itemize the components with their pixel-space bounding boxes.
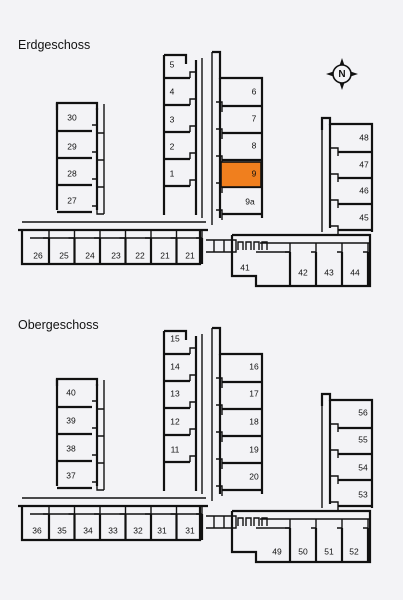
room-label: 39 <box>66 415 76 425</box>
room-label: 23 <box>111 250 121 260</box>
room-label: 36 <box>32 525 42 535</box>
floor-plan-obergeschoss: 15 14 13 12 11 16 17 18 19 20 40 39 38 37 56 55 54 53 36 35… <box>18 326 374 564</box>
room-label: 31 <box>185 525 195 535</box>
room-label: 27 <box>67 195 77 205</box>
room-label: 43 <box>324 267 334 277</box>
room-label: 52 <box>349 546 359 556</box>
room-label: 54 <box>358 462 368 472</box>
room-label: 19 <box>249 444 259 454</box>
room-label: 53 <box>358 489 368 499</box>
room-label: 21 <box>160 250 170 260</box>
room-label: 38 <box>66 443 76 453</box>
room-label: 9 <box>252 168 257 178</box>
room-label: 50 <box>298 546 308 556</box>
room-label: 33 <box>108 525 118 535</box>
room-label: 28 <box>67 168 77 178</box>
compass-north-icon: N <box>326 58 358 90</box>
room-label: 5 <box>170 59 175 69</box>
floor-title-erdgeschoss: Erdgeschoss <box>18 38 91 52</box>
room-label: 46 <box>359 185 369 195</box>
room-label: 45 <box>359 212 369 222</box>
room-label: 18 <box>249 416 259 426</box>
room-highlight <box>220 161 262 188</box>
room-label: 31 <box>157 525 167 535</box>
room-label: 2 <box>170 141 175 151</box>
room-label: 55 <box>358 434 368 444</box>
room-label: 9a <box>245 196 255 206</box>
room-label: 29 <box>67 141 77 151</box>
room-label: 51 <box>324 546 334 556</box>
room-label: 47 <box>359 159 369 169</box>
room-label: 3 <box>170 114 175 124</box>
room-label: 4 <box>170 86 175 96</box>
room-label: 25 <box>59 250 69 260</box>
room-label: 11 <box>171 444 180 454</box>
room-label: 42 <box>298 267 308 277</box>
room-label: 40 <box>66 387 76 397</box>
room-label: 12 <box>170 416 180 426</box>
room-label: 56 <box>358 407 368 417</box>
room-label: 34 <box>83 525 93 535</box>
floor-title-obergeschoss: Obergeschoss <box>18 318 99 332</box>
room-label: 8 <box>252 140 257 150</box>
room-label: 44 <box>350 267 360 277</box>
room-label: 49 <box>272 546 282 556</box>
room-label: 35 <box>57 525 67 535</box>
room-label: 13 <box>170 388 180 398</box>
room-label: 17 <box>249 388 259 398</box>
room-label: 37 <box>66 470 76 480</box>
room-label: 15 <box>170 333 180 343</box>
room-label: 24 <box>85 250 95 260</box>
room-label: 48 <box>359 132 369 142</box>
room-label: 1 <box>170 168 175 178</box>
room-label: 22 <box>135 250 145 260</box>
room-label: 14 <box>170 361 180 371</box>
room-label: 7 <box>252 113 257 123</box>
room-label: 20 <box>249 471 259 481</box>
room-label: 41 <box>240 262 250 272</box>
room-label: 32 <box>133 525 143 535</box>
room-label: 16 <box>249 361 259 371</box>
room-label: 6 <box>252 86 257 96</box>
room-label: 21 <box>185 250 195 260</box>
room-label: 30 <box>67 112 77 122</box>
room-label: 26 <box>33 250 43 260</box>
compass-north-label: N <box>338 69 345 80</box>
